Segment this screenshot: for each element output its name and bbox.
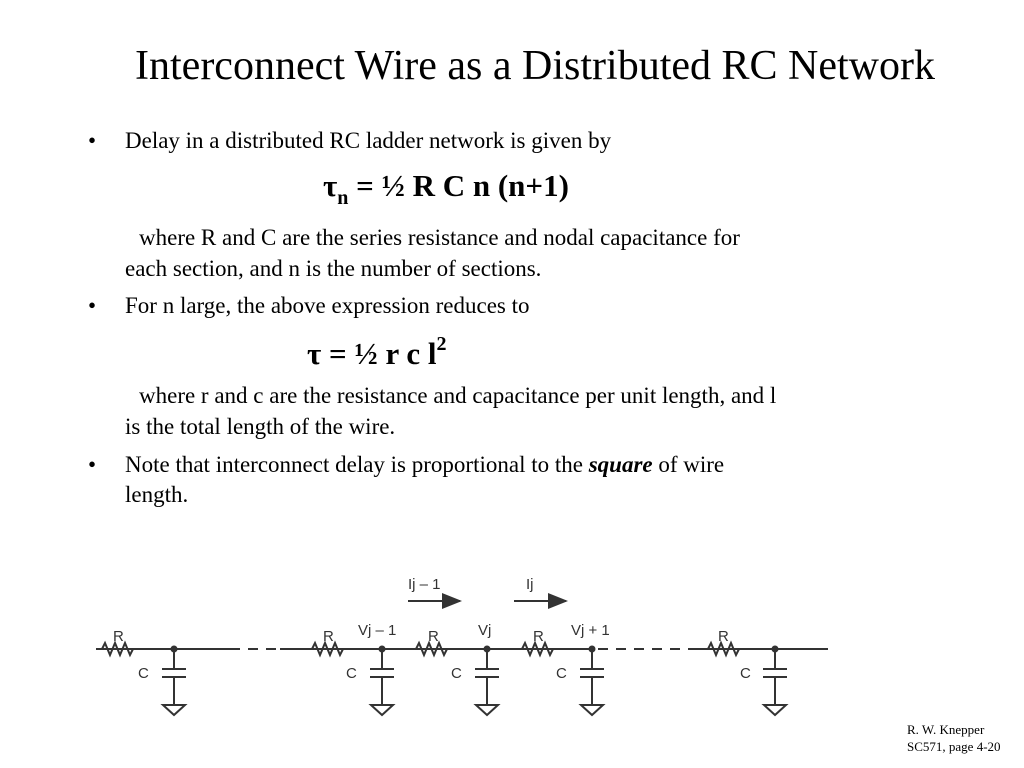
bullet-marker: •: [88, 452, 97, 477]
footer-author: R. W. Knepper: [907, 722, 985, 737]
bullet-3-text: Note that interconnect delay is proporti…: [125, 452, 725, 477]
resistor-label: R: [533, 628, 544, 645]
footer-page: SC571, page 4-20: [907, 739, 1001, 754]
formula-tau-distributed: τ = ½ r c l2: [307, 333, 447, 371]
node-label: Vj + 1: [571, 622, 610, 639]
formula-tau-n: τn = ½ R C n (n+1): [323, 168, 569, 209]
capacitor-branch: [473, 645, 501, 717]
capacitor-branch: [578, 645, 606, 717]
bullet-2-text: For n large, the above expression reduce…: [125, 293, 530, 318]
explanation-1-line-1: where R and C are the series resistance …: [139, 225, 740, 250]
resistor-icon: [311, 640, 344, 658]
capacitor-label: C: [556, 665, 567, 682]
resistor-label: R: [113, 628, 124, 645]
explanation-2-line-1: where r and c are the resistance and cap…: [139, 383, 777, 408]
capacitor-branch: [761, 645, 789, 717]
resistor-icon: [521, 640, 554, 658]
resistor-icon: [101, 640, 134, 658]
bullet-marker: •: [88, 128, 97, 153]
capacitor-branch: [368, 645, 396, 717]
bullet-3-text-line-2: length.: [125, 482, 189, 507]
resistor-label: R: [428, 628, 439, 645]
current-label: Ij: [526, 576, 534, 593]
capacitor-label: C: [346, 665, 357, 682]
resistor-label: R: [718, 628, 729, 645]
current-label: Ij – 1: [408, 576, 441, 593]
node-label: Vj: [478, 622, 491, 639]
node-label: Vj – 1: [358, 622, 396, 639]
rc-ladder-diagram: R R R R R C C C C C Vj – 1 Vj Vj + 1 Ij …: [96, 576, 828, 717]
explanation-2-line-2: is the total length of the wire.: [125, 414, 396, 439]
resistor-icon: [415, 640, 448, 658]
capacitor-label: C: [740, 665, 751, 682]
capacitor-label: C: [138, 665, 149, 682]
resistor-label: R: [323, 628, 334, 645]
explanation-1-line-2: each section, and n is the number of sec…: [125, 256, 542, 281]
bullet-marker: •: [88, 293, 97, 318]
slide-title: Interconnect Wire as a Distributed RC Ne…: [135, 43, 935, 89]
capacitor-label: C: [451, 665, 462, 682]
emphasis-square: square: [588, 452, 653, 477]
capacitor-branch: [160, 645, 188, 717]
bullet-1-text: Delay in a distributed RC ladder network…: [125, 128, 612, 153]
resistor-icon: [707, 640, 740, 658]
